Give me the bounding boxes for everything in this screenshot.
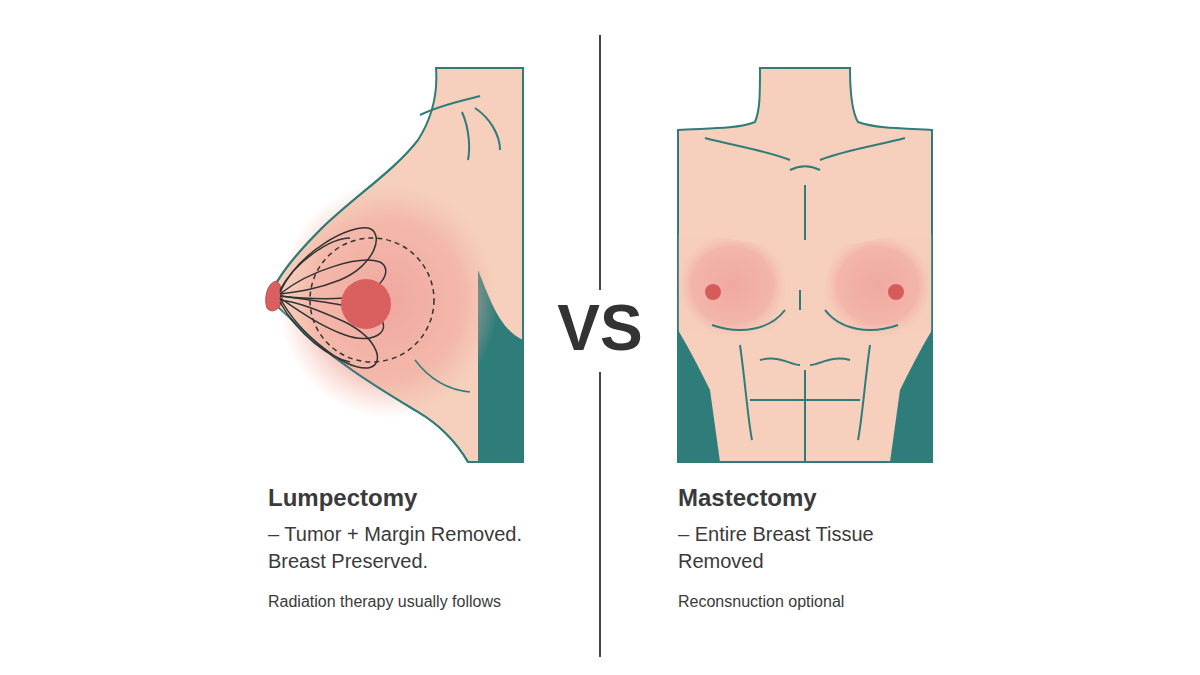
procedure-note: Reconsnuction optional [678, 591, 978, 613]
lumpectomy-illustration [266, 68, 523, 462]
mastectomy-illustration [678, 68, 932, 462]
versus-label: VS [548, 290, 652, 367]
procedure-title: Lumpectomy [268, 482, 568, 514]
procedure-description: – Tumor + Margin Removed. Breast Preserv… [268, 521, 553, 575]
divider-line [599, 372, 601, 657]
procedure-description: – Entire Breast Tissue Removed [678, 521, 928, 575]
procedure-title: Mastectomy [678, 482, 978, 514]
divider-line [599, 35, 601, 300]
procedure-note: Radiation therapy usually follows [268, 591, 568, 613]
